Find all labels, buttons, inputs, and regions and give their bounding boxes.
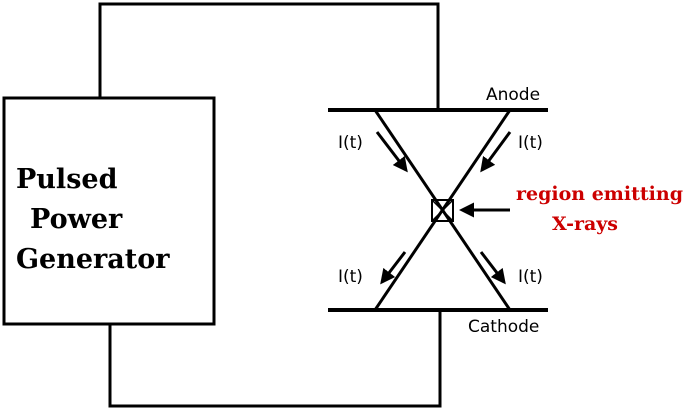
generator-label-line1: Pulsed [16, 164, 118, 195]
generator-label-line3: Generator [16, 244, 170, 275]
cathode-label: Cathode [468, 317, 539, 337]
current-arrow-upper-left [375, 131, 408, 173]
bottom-wire [108, 310, 442, 408]
emission-region-box [431, 199, 454, 222]
current-label-upper-right: I(t) [518, 133, 543, 153]
anode-label: Anode [486, 85, 540, 105]
current-label-lower-right: I(t) [518, 267, 543, 287]
generator-label-line2: Power [30, 204, 123, 235]
emission-label-line2: X-rays [552, 213, 618, 235]
current-arrow-lower-right [479, 251, 506, 285]
emission-region-cross-b [431, 199, 454, 222]
current-arrow-upper-right [480, 131, 512, 173]
current-label-upper-left: I(t) [338, 133, 363, 153]
top-wire [98, 2, 440, 110]
current-arrow-lower-left [380, 251, 407, 285]
current-label-lower-left: I(t) [338, 267, 363, 287]
emission-label-line1: region emitting [516, 183, 683, 205]
generator-box [2, 96, 216, 326]
